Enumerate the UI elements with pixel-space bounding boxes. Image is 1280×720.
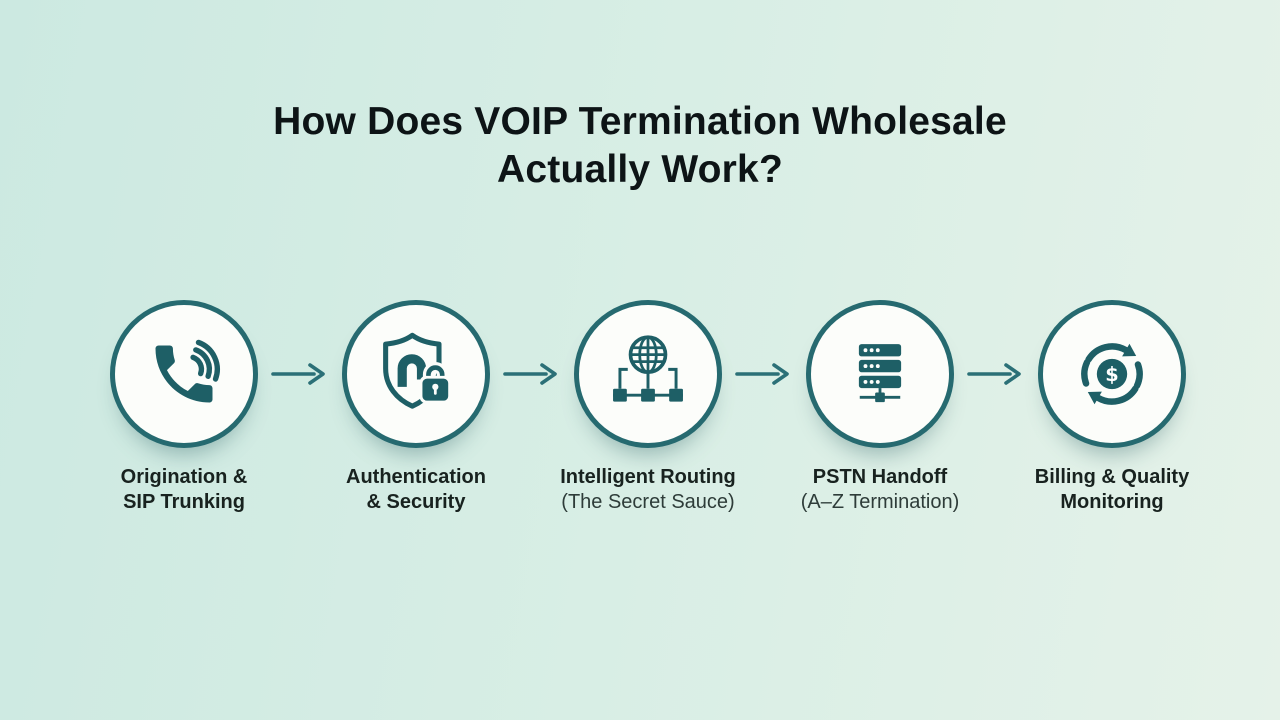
- step-label-line2: (A–Z Termination): [800, 491, 960, 513]
- billing-cycle-icon: $: [1081, 343, 1143, 405]
- step-label-line2: (The Secret Sauce): [561, 491, 735, 513]
- flow-arrow-icon: [271, 363, 325, 385]
- page-title: How Does VOIP Termination Wholesale Actu…: [0, 98, 1280, 194]
- flow-arrow-icon: [967, 363, 1021, 385]
- step-label-line1: Billing & Quality: [1034, 466, 1190, 488]
- step-label-line2: SIP Trunking: [123, 491, 245, 513]
- dollar-sign-label: $: [1105, 363, 1118, 386]
- step-circle-origination: [110, 300, 258, 448]
- step-label-line2: & Security: [366, 491, 466, 513]
- step-label-line1: Origination &: [120, 466, 248, 488]
- step-label-line1: Authentication: [346, 466, 486, 488]
- step-circle-pstn-handoff: [806, 300, 954, 448]
- flow-arrow-icon: [503, 363, 557, 385]
- step-label-routing: Intelligent Routing (The Secret Sauce): [528, 465, 768, 515]
- shield-lock-icon: [383, 332, 451, 409]
- phone-signal-icon: [155, 339, 220, 403]
- step-label-authentication: Authentication & Security: [296, 465, 536, 515]
- server-stack-icon: [858, 344, 902, 403]
- step-circle-billing: $: [1038, 300, 1186, 448]
- step-label-line2: Monitoring: [1060, 491, 1164, 513]
- step-label-line1: Intelligent Routing: [560, 466, 736, 488]
- page-title-line1: How Does VOIP Termination Wholesale: [273, 100, 1007, 143]
- globe-network-icon: [613, 335, 683, 402]
- step-label-origination: Origination & SIP Trunking: [64, 465, 304, 515]
- step-label-pstn-handoff: PSTN Handoff (A–Z Termination): [760, 465, 1000, 515]
- flow-arrow-icon: [735, 363, 789, 385]
- step-circle-routing: [574, 300, 722, 448]
- page-title-line2: Actually Work?: [497, 148, 783, 191]
- step-label-billing: Billing & Quality Monitoring: [992, 465, 1232, 515]
- step-label-line1: PSTN Handoff: [812, 466, 948, 488]
- step-circle-authentication: [342, 300, 490, 448]
